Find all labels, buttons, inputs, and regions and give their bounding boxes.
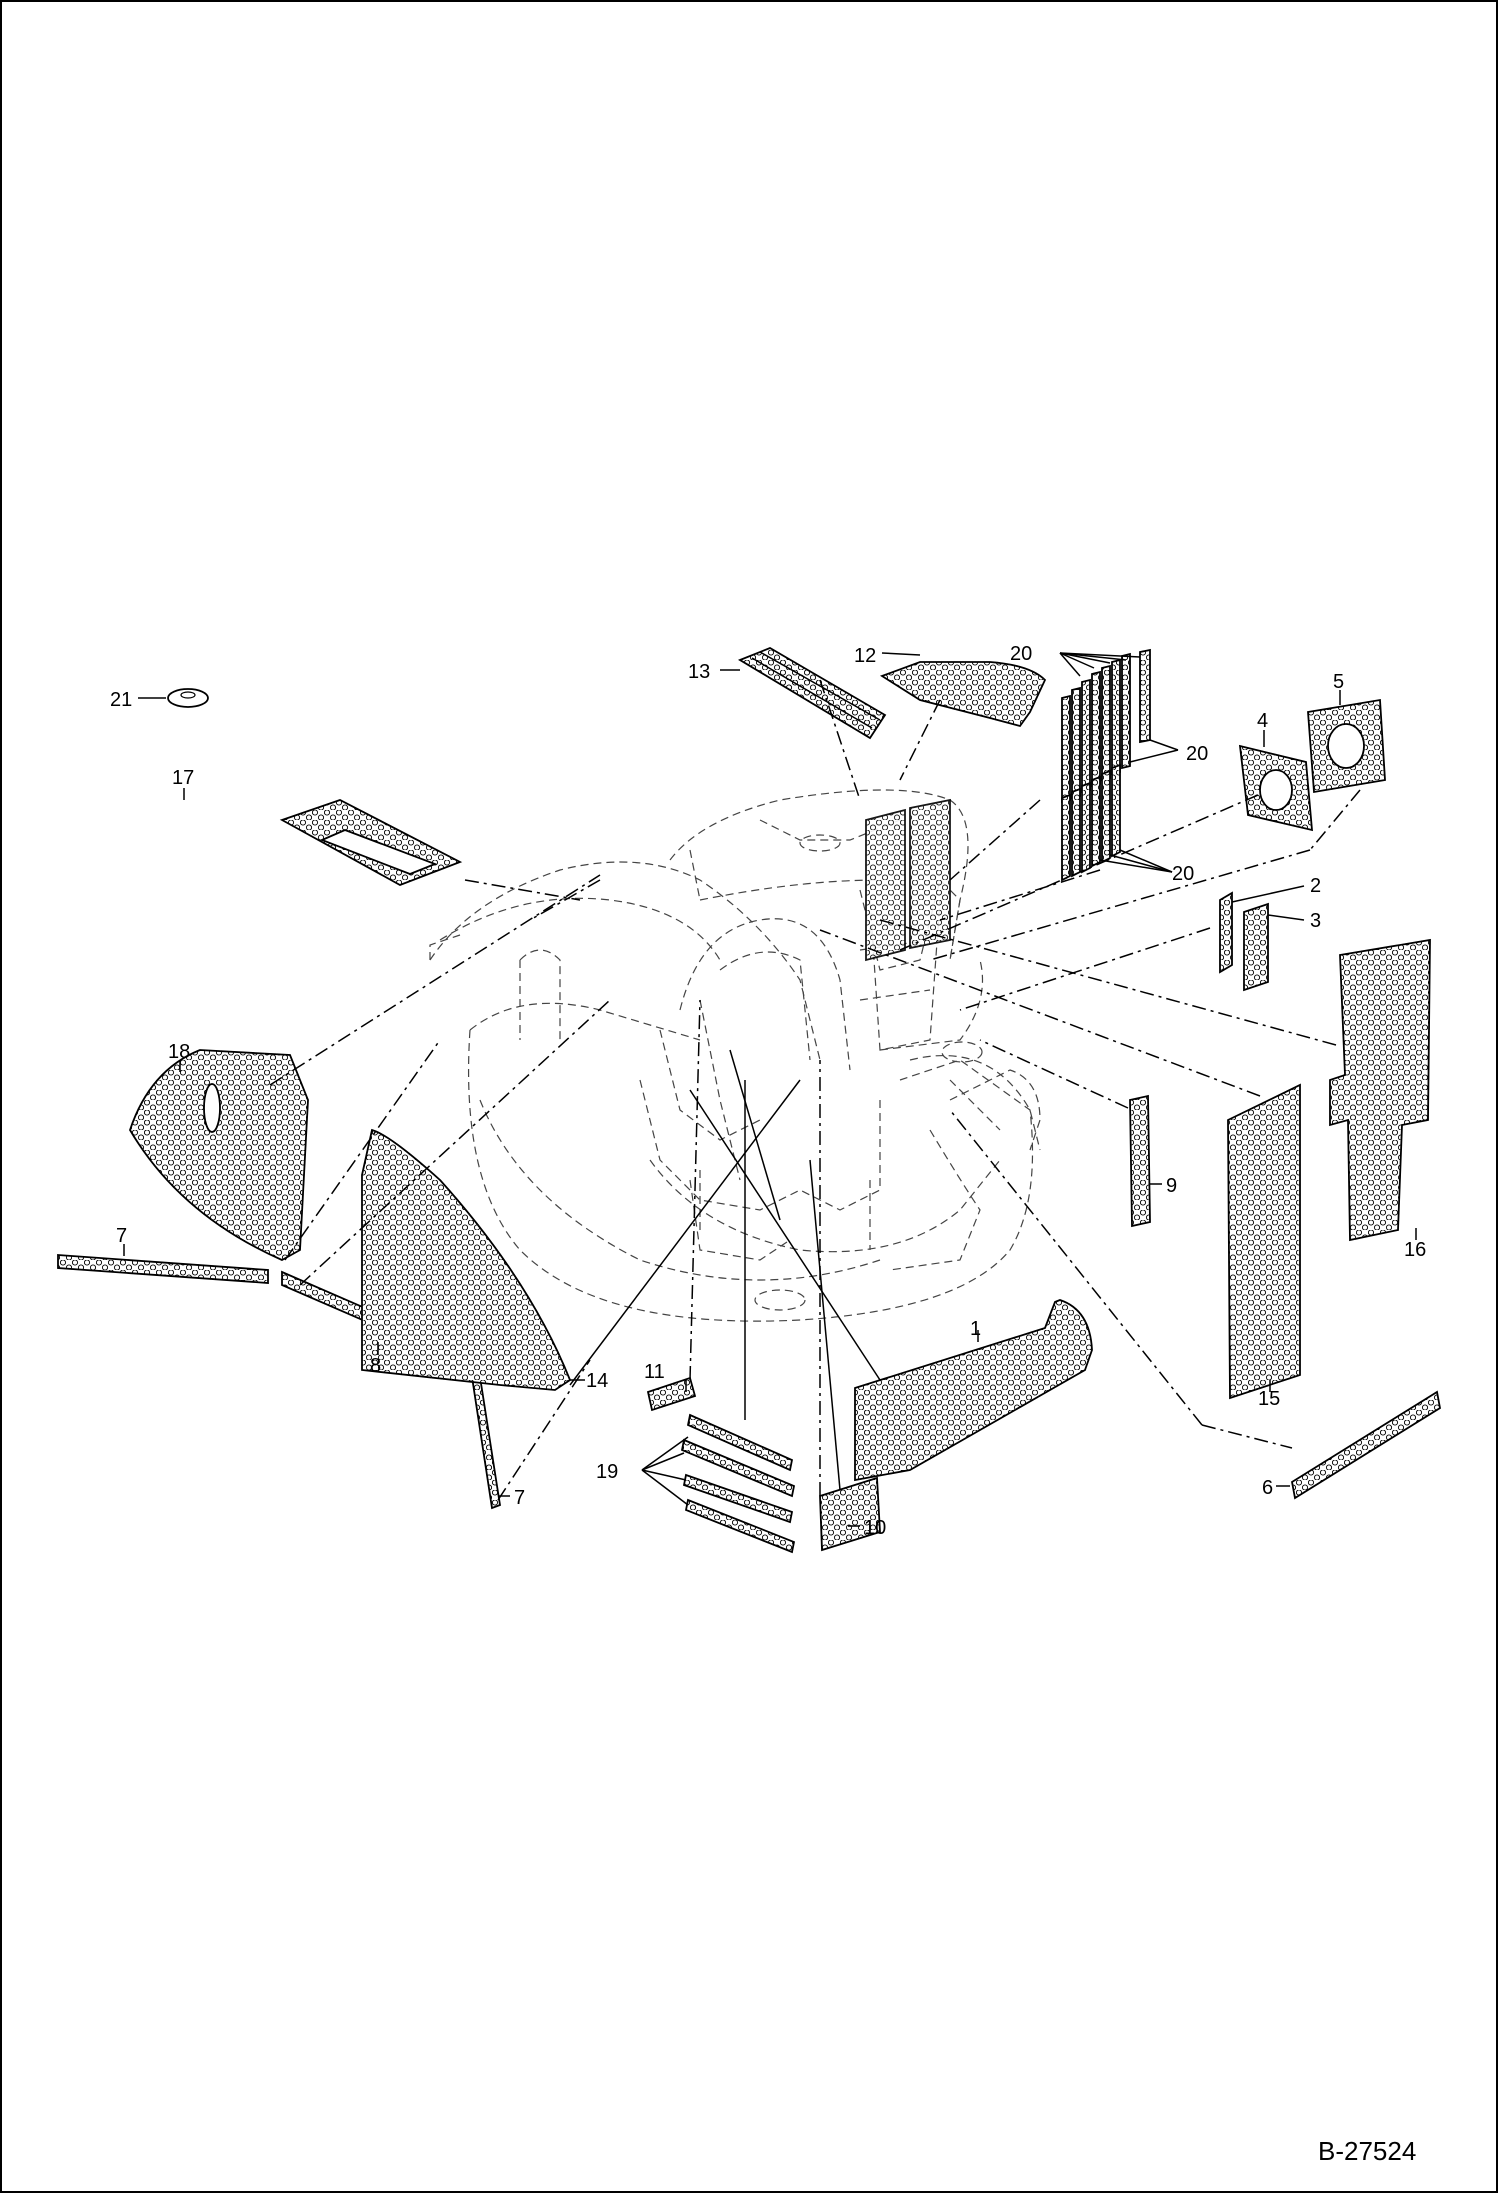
callout-17: 17 (172, 767, 194, 789)
part-1-pad (854, 1299, 1093, 1482)
part-20-slats-lower (1061, 763, 1121, 882)
part-7-strip-a (57, 1254, 269, 1284)
callout-7-bottom: 7 (514, 1487, 525, 1509)
part-14-pad (361, 1128, 572, 1391)
callout-5: 5 (1333, 671, 1344, 693)
callout-6: 6 (1262, 1477, 1273, 1499)
part-19-strip-1 (686, 1413, 794, 1472)
callout-3: 3 (1310, 910, 1321, 932)
part-18-pad (129, 1049, 309, 1262)
callout-2: 2 (1310, 875, 1321, 897)
part-15-pad (1227, 1083, 1301, 1400)
callout-12: 12 (854, 645, 876, 667)
callout-9: 9 (1166, 1175, 1177, 1197)
part-19-strip-4 (684, 1498, 796, 1554)
callout-11: 11 (644, 1361, 665, 1383)
callout-labels: 1 2 3 4 5 6 7 7 8 9 10 11 12 13 14 15 16… (110, 643, 1426, 1539)
part-7-strip-b (470, 1376, 502, 1510)
part-3-pad (1243, 902, 1269, 992)
part-9-strip (1129, 1094, 1151, 1228)
part-19-strip-2 (680, 1438, 796, 1498)
callout-20-top: 20 (1010, 643, 1032, 665)
callout-14: 14 (586, 1370, 608, 1392)
callout-21: 21 (110, 689, 132, 711)
callout-8: 8 (370, 1355, 381, 1377)
part-6-strip (1291, 1390, 1441, 1500)
part-20-slats-top (1061, 648, 1151, 804)
part-12-pad (879, 661, 1047, 728)
callout-18: 18 (168, 1041, 190, 1063)
callout-20-lower: 20 (1172, 863, 1194, 885)
part-11-block (646, 1376, 697, 1412)
drawing-number: B-27524 (1318, 2136, 1416, 2166)
callout-19: 19 (596, 1461, 618, 1483)
callout-13: 13 (688, 661, 710, 683)
assembly-lines (269, 679, 1361, 1501)
part-19-strip-3 (682, 1473, 794, 1524)
part-16-pad (1329, 938, 1431, 1242)
callout-leaders (123, 652, 1417, 1527)
callout-4: 4 (1257, 710, 1268, 732)
callout-16: 16 (1404, 1239, 1426, 1261)
callout-1: 1 (970, 1318, 981, 1340)
callout-7-top: 7 (116, 1225, 127, 1247)
callout-10: 10 (864, 1517, 886, 1539)
part-2-pad (1219, 891, 1233, 974)
callout-15: 15 (1258, 1388, 1280, 1410)
insulation-pads (57, 647, 1441, 1554)
part-10-pad (819, 1476, 881, 1552)
callout-20-mid: 20 (1186, 743, 1208, 765)
radiator-grid (865, 798, 951, 962)
